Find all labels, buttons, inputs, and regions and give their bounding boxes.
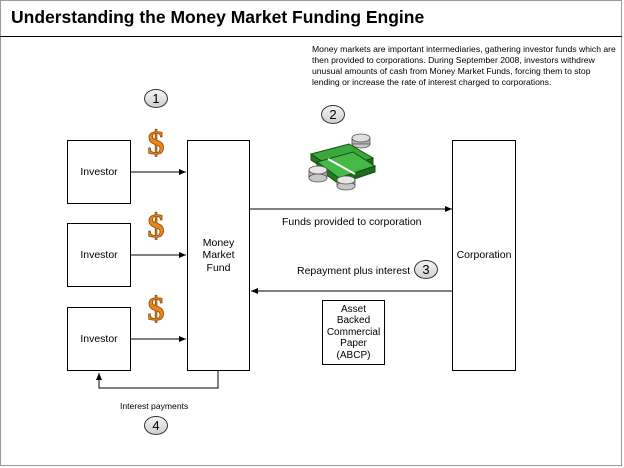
abcp-label-line-3: Commercial <box>326 326 381 338</box>
investor-label: Investor <box>80 165 118 178</box>
step-1-badge: 1 <box>144 89 168 108</box>
investor-box-1: Investor <box>67 140 131 204</box>
investor-box-3: Investor <box>67 307 131 371</box>
page-title: Understanding the Money Market Funding E… <box>11 7 425 27</box>
dollar-sign-icon: $ <box>147 208 165 243</box>
abcp-label-line-1: Asset <box>340 303 366 315</box>
corporation-label: Corporation <box>456 249 512 262</box>
fund-label-line-2: Market <box>202 249 235 262</box>
description-text: Money markets are important intermediari… <box>312 44 616 87</box>
dollar-sign-icon: $ <box>147 125 165 160</box>
investor-label: Investor <box>80 332 118 345</box>
abcp-label-line-2: Backed <box>336 315 371 327</box>
corporation-box: Corporation <box>452 140 516 371</box>
interest-flow-label: Interest payments <box>120 401 189 411</box>
investor-label: Investor <box>80 248 118 261</box>
fund-label-line-1: Money <box>202 236 235 249</box>
step-2-badge: 2 <box>321 105 345 124</box>
money-market-fund-box: Money Market Fund <box>187 140 250 371</box>
money-stack-icon <box>308 133 377 191</box>
abcp-label-line-5: (ABCP) <box>336 349 371 361</box>
step-4-badge: 4 <box>144 416 168 435</box>
abcp-label-line-4: Paper <box>340 338 367 350</box>
repayment-flow-label: Repayment plus interest <box>297 265 411 277</box>
interest-arrow <box>96 370 219 389</box>
svg-text:$: $ <box>148 208 165 243</box>
svg-text:$: $ <box>148 291 165 326</box>
abcp-box: Asset Backed Commercial Paper (ABCP) <box>322 300 385 365</box>
funds-flow-label: Funds provided to corporation <box>282 216 422 228</box>
fund-label-line-3: Fund <box>206 261 231 274</box>
title-divider <box>0 36 622 37</box>
investor-box-2: Investor <box>67 223 131 287</box>
dollar-sign-icon: $ <box>147 291 165 326</box>
step-3-badge: 3 <box>414 260 438 279</box>
svg-text:$: $ <box>148 125 165 160</box>
